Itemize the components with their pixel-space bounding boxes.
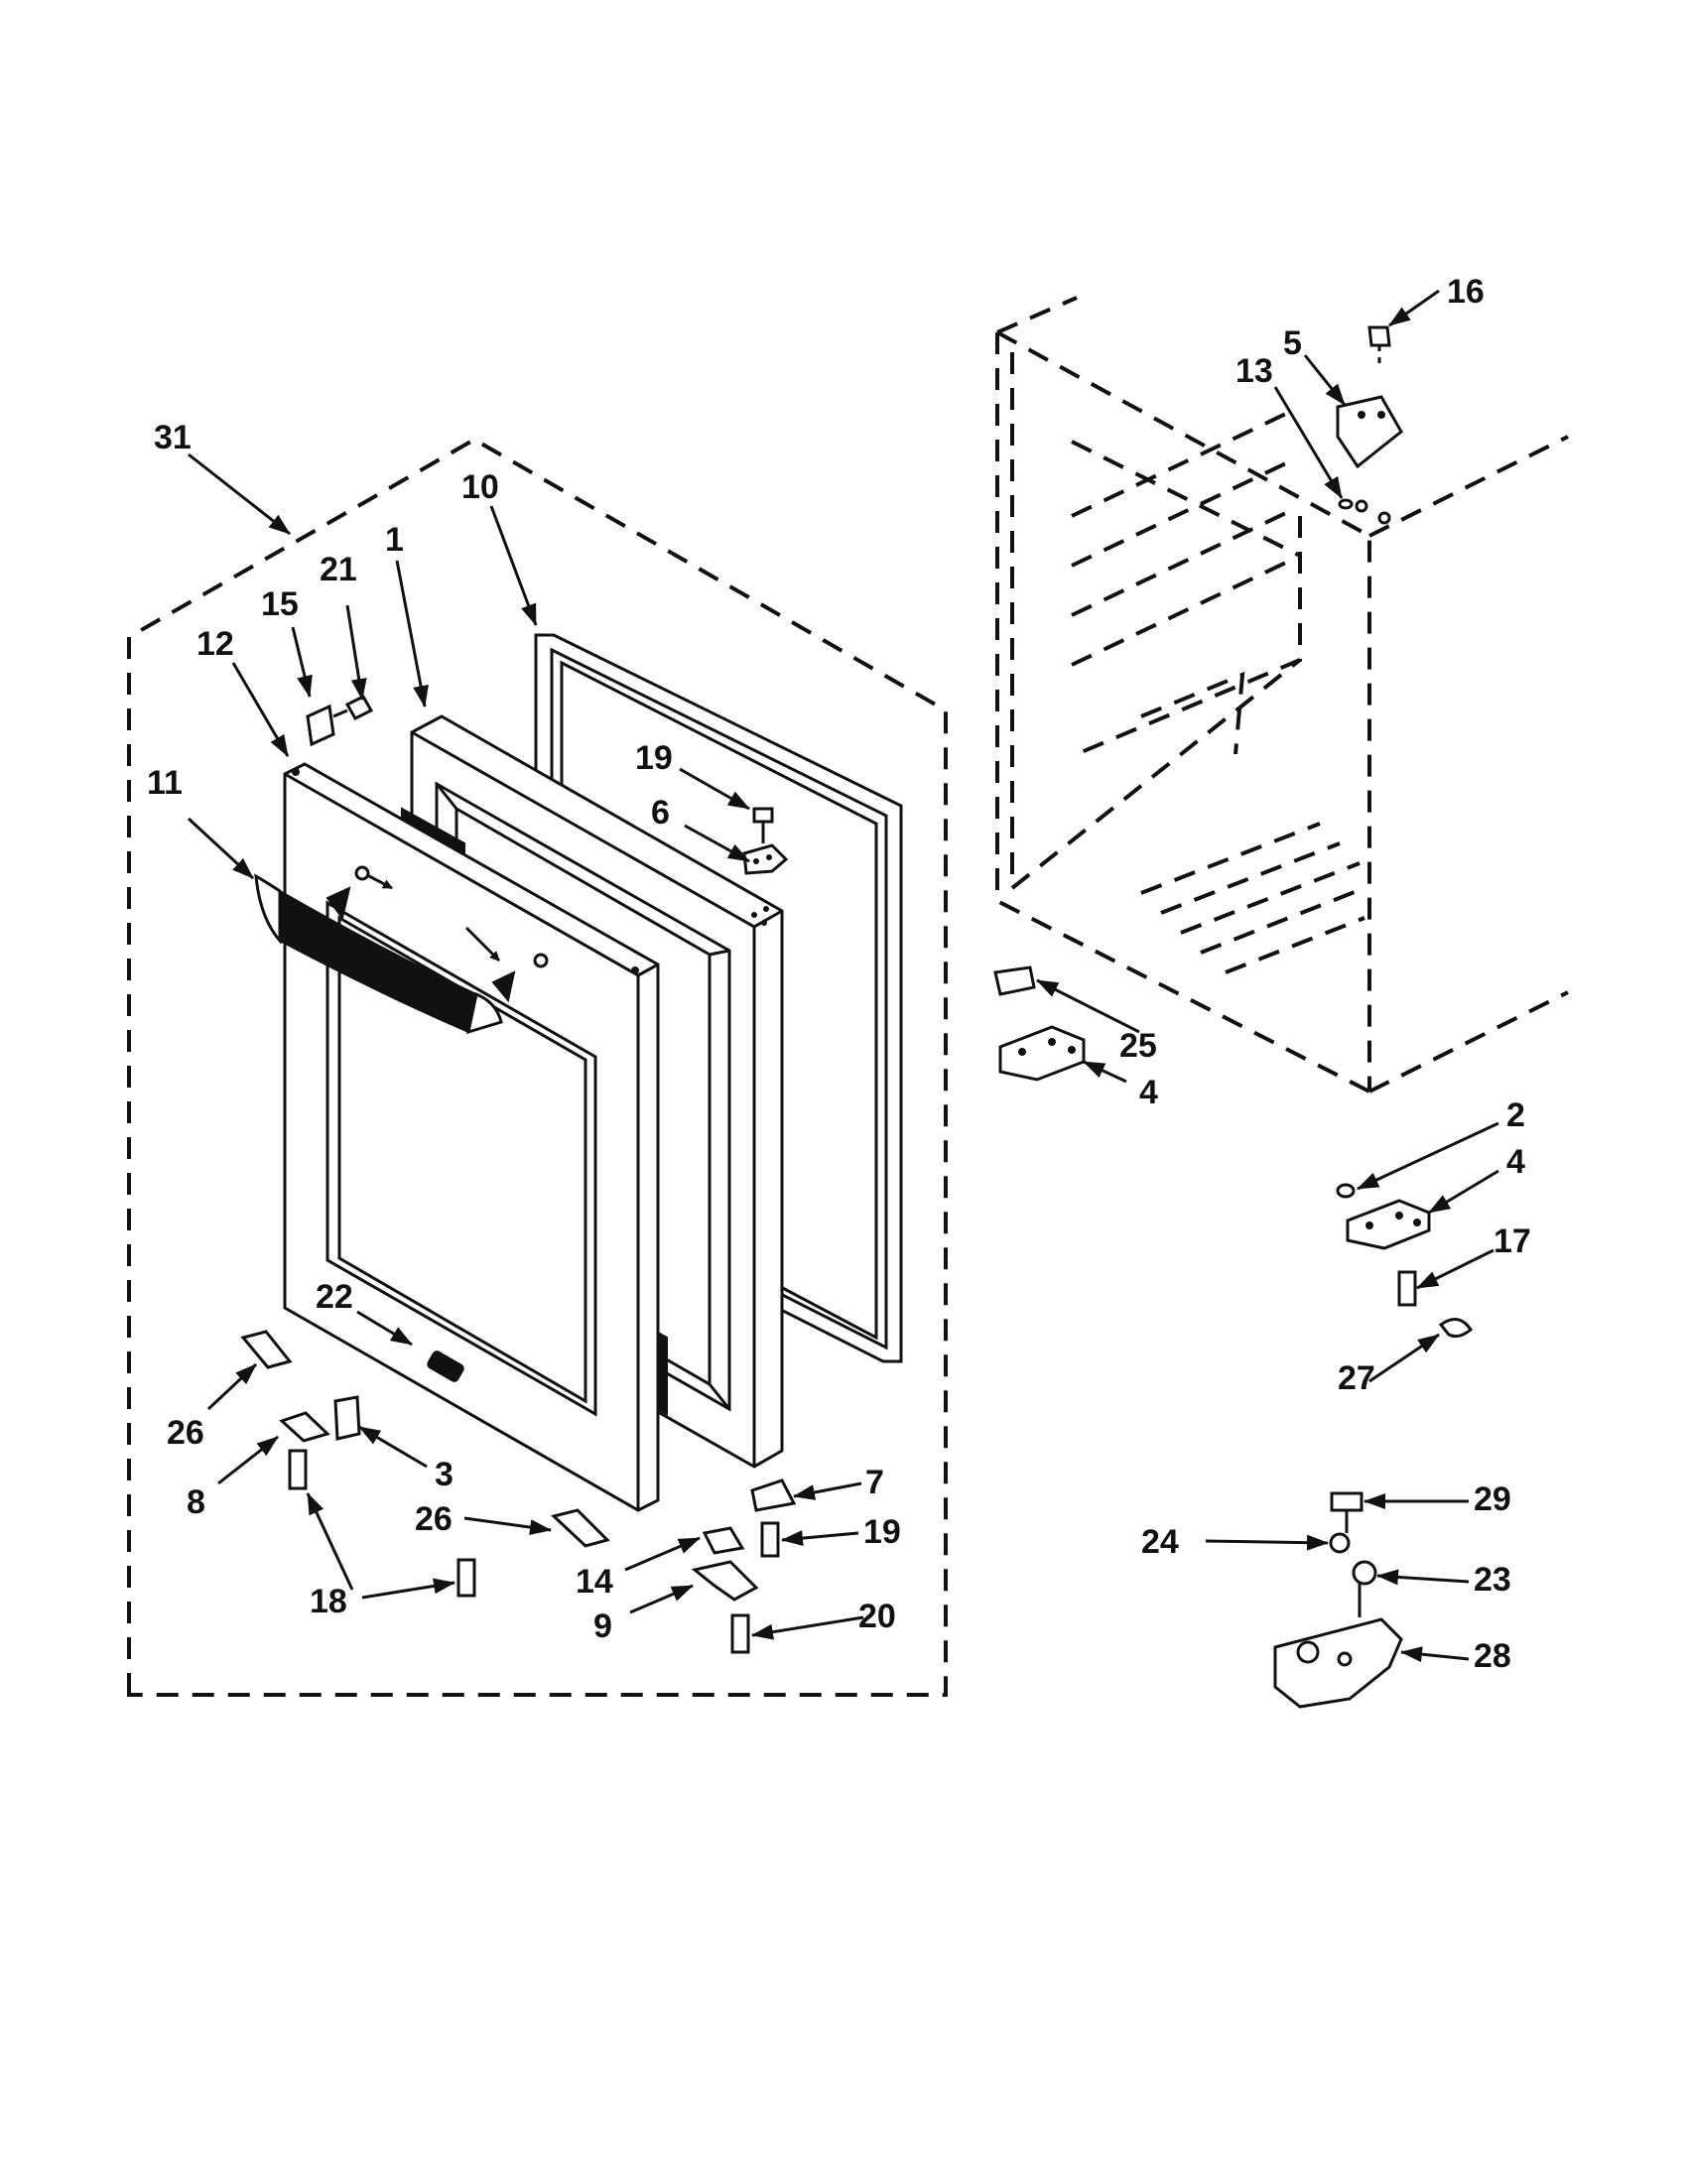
callout-18: 18 <box>310 1583 347 1620</box>
callout-3: 3 <box>435 1456 454 1493</box>
callout-26-left: 26 <box>167 1414 204 1452</box>
callout-4-right: 4 <box>1506 1143 1525 1181</box>
door-small-parts <box>240 695 797 1654</box>
door-assembly-boundary <box>127 437 948 1697</box>
callout-11: 11 <box>147 764 183 802</box>
cabinet-hardware <box>993 325 1473 1709</box>
cabinet-outline <box>995 296 1569 1093</box>
callout-31: 31 <box>154 419 192 456</box>
callout-24: 24 <box>1141 1523 1179 1561</box>
callout-14: 14 <box>576 1563 613 1601</box>
callout-27: 27 <box>1338 1359 1375 1397</box>
callout-12: 12 <box>196 625 234 663</box>
callout-6: 6 <box>651 794 670 832</box>
callout-15: 15 <box>261 585 299 623</box>
door-handle <box>254 865 549 1035</box>
callout-1: 1 <box>385 521 404 559</box>
callout-13: 13 <box>1235 352 1273 390</box>
callout-20: 20 <box>858 1598 896 1635</box>
callout-29: 29 <box>1474 1480 1511 1518</box>
callout-7: 7 <box>865 1464 884 1501</box>
callout-4-left: 4 <box>1139 1074 1158 1111</box>
callout-19-top: 19 <box>635 739 673 777</box>
callout-10: 10 <box>461 468 499 506</box>
callout-23: 23 <box>1474 1561 1511 1599</box>
callout-28: 28 <box>1474 1637 1511 1675</box>
callout-9: 9 <box>593 1607 612 1645</box>
callout-25: 25 <box>1119 1027 1157 1065</box>
callout-8: 8 <box>187 1483 205 1521</box>
leader-lines <box>187 289 1499 1663</box>
callout-16: 16 <box>1447 273 1485 311</box>
logo-badge <box>427 1350 464 1382</box>
callout-19-bottom: 19 <box>863 1513 901 1551</box>
callout-5: 5 <box>1283 324 1302 362</box>
callout-labels: 31 10 1 21 15 12 11 19 6 22 26 3 8 26 18… <box>147 273 1531 1675</box>
callout-17: 17 <box>1493 1222 1531 1260</box>
callout-26-middle: 26 <box>415 1500 453 1538</box>
callout-21: 21 <box>320 551 357 588</box>
callout-22: 22 <box>316 1278 353 1316</box>
callout-2: 2 <box>1506 1096 1525 1134</box>
